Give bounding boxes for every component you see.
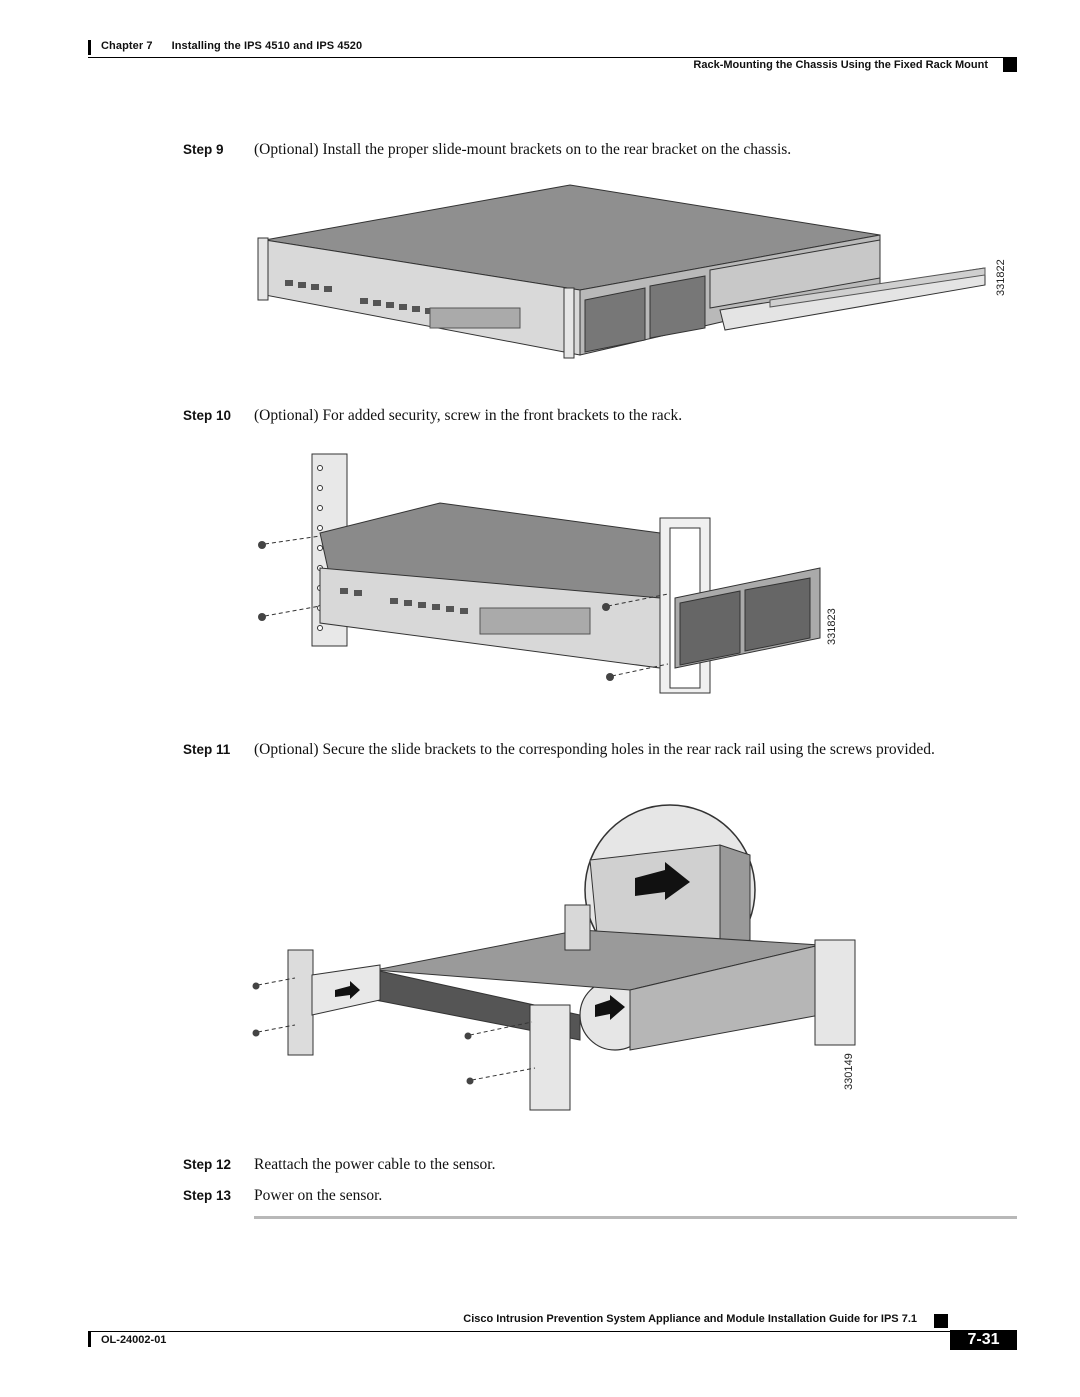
- header-marker: [1003, 58, 1017, 72]
- step-13-text: Power on the sensor.: [254, 1187, 383, 1204]
- step-10-text: (Optional) For added security, screw in …: [254, 407, 683, 424]
- page-number: 7-31: [950, 1330, 1017, 1350]
- header-left-bar: [88, 40, 91, 55]
- footer-left-bar: [88, 1332, 91, 1347]
- figure-front-bracket-screws: [258, 453, 821, 694]
- step-11-text: (Optional) Secure the slide brackets to …: [254, 741, 935, 758]
- footer-marker: [934, 1314, 948, 1328]
- figure-id-1: 331822: [995, 259, 1007, 296]
- step-12-label: Step 12: [183, 1157, 232, 1172]
- footer-book-title: Cisco Intrusion Prevention System Applia…: [463, 1313, 917, 1325]
- running-header-section: Rack-Mounting the Chassis Using the Fixe…: [693, 59, 988, 71]
- figure-id-3: 330149: [843, 1053, 855, 1090]
- footer-rule: [88, 1331, 1017, 1332]
- running-header-chapter: Chapter 7 Installing the IPS 4510 and IP…: [101, 40, 363, 52]
- step-9-text: (Optional) Install the proper slide-moun…: [254, 141, 792, 158]
- step-13-label: Step 13: [183, 1188, 232, 1203]
- step-10-label: Step 10: [183, 408, 232, 423]
- figure-slide-bracket-install: [257, 184, 986, 359]
- header-rule: [88, 57, 1017, 58]
- step-12-text: Reattach the power cable to the sensor.: [254, 1156, 496, 1173]
- figure-rear-rack-screws: [252, 804, 856, 1111]
- step-11-label: Step 11: [183, 742, 231, 757]
- figure-id-2: 331823: [826, 608, 838, 645]
- procedure-end-rule: [254, 1216, 1017, 1219]
- step-9-label: Step 9: [183, 142, 224, 157]
- footer-doc-number: OL-24002-01: [101, 1334, 167, 1346]
